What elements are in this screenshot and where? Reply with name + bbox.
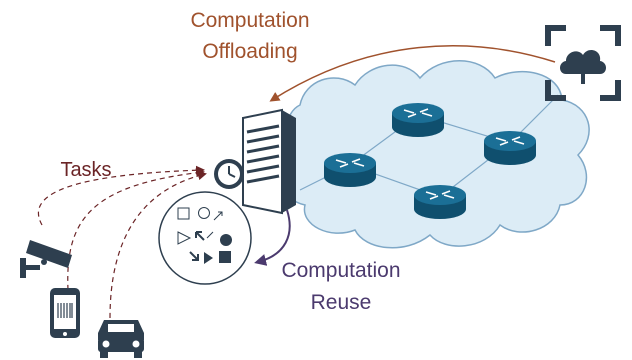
- cloud-service-icon: [545, 25, 621, 101]
- offloading-label-line2: Offloading: [202, 40, 297, 63]
- smartphone-icon: [50, 288, 80, 338]
- router-icon: [414, 185, 466, 219]
- reuse-label-line2: Reuse: [311, 291, 372, 314]
- offloading-arrow: [269, 45, 556, 102]
- car-icon: [98, 320, 144, 358]
- task-arrows: [37, 165, 207, 319]
- router-icon: [484, 131, 536, 165]
- security-camera-icon: [20, 240, 72, 278]
- reuse-arrow: [254, 209, 291, 266]
- reuse-label-line1: Computation: [281, 259, 400, 282]
- tasks-label: Tasks: [60, 159, 111, 181]
- router-icon: [392, 103, 444, 137]
- router-icon: [324, 153, 376, 187]
- offloading-label-line1: Computation: [190, 9, 309, 32]
- clock-icon: [214, 159, 244, 189]
- shapes-cluster-icon: [158, 191, 252, 285]
- network-cloud: [281, 60, 590, 249]
- edge-server-icon: [242, 108, 296, 215]
